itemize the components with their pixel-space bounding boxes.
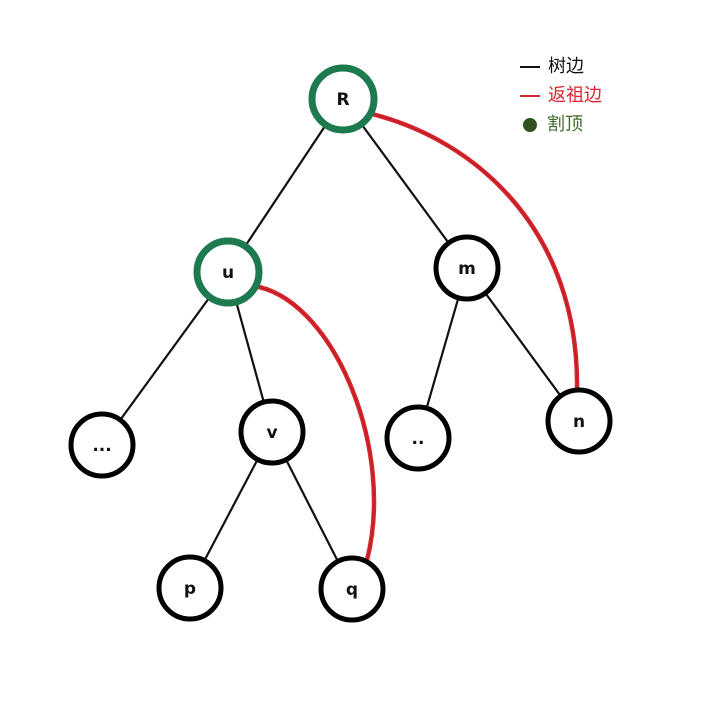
node-R: R	[308, 64, 378, 134]
node-circle-m	[433, 234, 501, 302]
tree-edge-R-m	[342, 98, 468, 269]
node-label-u: u	[222, 263, 234, 283]
node-m: m	[433, 234, 501, 302]
node-label-p: p	[184, 579, 196, 599]
node-circle-v	[238, 398, 306, 466]
tree-edge-u-left_ellipsis	[101, 271, 229, 446]
nodes: Ru m... v.. n p q	[68, 64, 613, 623]
node-left_ellipsis: ...	[68, 411, 136, 479]
node-u: u	[193, 237, 263, 307]
legend-back-edge-label: 返祖边	[548, 85, 602, 106]
node-label-q: q	[346, 580, 358, 600]
node-v: v	[238, 398, 306, 466]
back-edge-stroke-u-q	[258, 286, 375, 561]
legend: 树边 返祖边 割顶	[520, 52, 602, 139]
legend-tree-edge-label: 树边	[548, 56, 584, 77]
legend-tree-edge: 树边	[520, 52, 602, 81]
node-label-left_ellipsis: ...	[92, 436, 111, 456]
node-label-R: R	[336, 90, 349, 110]
legend-cut-vertex-label: 割顶	[547, 114, 583, 135]
back-edge-stroke-R-n	[371, 113, 578, 393]
node-circle-q	[318, 555, 386, 623]
tree-edge-swatch	[520, 65, 540, 68]
node-circle-u	[193, 237, 263, 307]
node-label-mid_ellipsis: ..	[412, 429, 425, 449]
node-circle-R	[308, 64, 378, 134]
node-q: q	[318, 555, 386, 623]
back-edge-swatch	[520, 94, 540, 97]
node-circle-left_ellipsis	[68, 411, 136, 479]
node-label-v: v	[266, 423, 277, 443]
back-edges	[256, 111, 580, 563]
node-circle-mid_ellipsis	[384, 404, 452, 472]
node-mid_ellipsis: ..	[384, 404, 452, 472]
node-label-n: n	[573, 412, 585, 432]
legend-back-edge: 返祖边	[520, 81, 602, 110]
node-circle-n	[545, 387, 613, 455]
legend-cut-vertex: 割顶	[520, 110, 602, 139]
tree-edge-R-u	[227, 98, 344, 273]
cut-vertex-swatch	[523, 117, 537, 132]
tree-edges	[101, 98, 580, 590]
node-p: p	[156, 554, 224, 622]
node-n: n	[545, 387, 613, 455]
node-circle-p	[156, 554, 224, 622]
node-label-m: m	[458, 259, 476, 279]
